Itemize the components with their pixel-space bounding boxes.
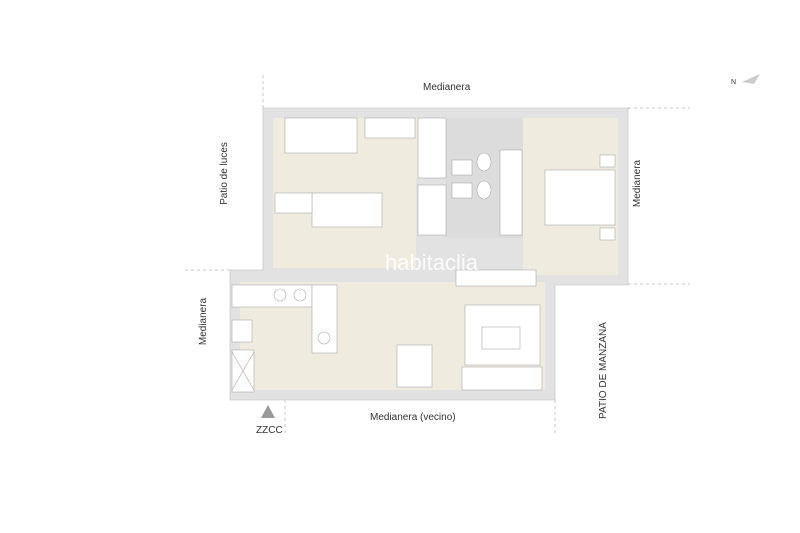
appliances — [231, 288, 331, 391]
label-right-medianera: Medianera — [632, 159, 644, 208]
toilet-2 — [476, 180, 492, 200]
sink-1 — [451, 159, 473, 176]
dining-table — [396, 344, 433, 388]
sofa — [461, 366, 543, 391]
entrance-arrow-icon — [261, 405, 275, 418]
fridge — [231, 319, 253, 343]
kitchen-island — [311, 284, 338, 354]
wardrobe-1 — [364, 117, 416, 139]
coffee-table — [481, 326, 521, 350]
toilet-1 — [476, 152, 492, 172]
nightstand-1 — [599, 154, 616, 168]
guide-lines — [185, 75, 690, 435]
label-left-medianera: Medianera — [198, 297, 210, 346]
label-north: N — [731, 79, 737, 86]
shower-1 — [417, 117, 447, 179]
watermark: habitaclia — [385, 250, 479, 275]
label-patio-de-luces: Patio de luces — [218, 142, 230, 205]
tv-unit — [455, 269, 537, 287]
label-top-medianera: Medianera — [423, 82, 471, 93]
wardrobe-2 — [499, 149, 523, 236]
label-patio-de-manzana: PATIO DE MANZANA — [597, 322, 609, 419]
sink-2 — [451, 182, 473, 199]
kitchen-counter — [231, 284, 313, 308]
north-arrow-icon — [742, 74, 760, 84]
label-medianera-vecino: Medianera (vecino) — [370, 412, 456, 423]
shower-2 — [417, 184, 447, 236]
label-zzcc: ZZCC — [256, 425, 283, 436]
furniture — [231, 117, 616, 393]
bed-1 — [284, 117, 358, 154]
nightstand-2 — [599, 227, 616, 241]
bed-2 — [311, 192, 383, 228]
desk — [274, 192, 313, 214]
double-bed — [544, 169, 616, 226]
